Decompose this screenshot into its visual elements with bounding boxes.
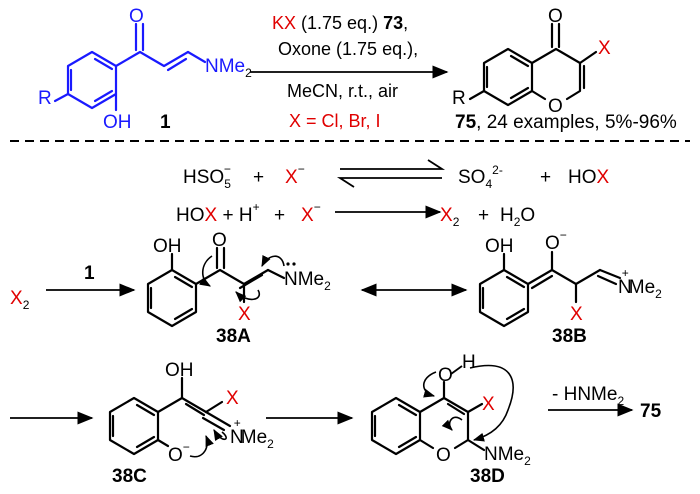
condition-line-2: Oxone (1.75 eq.), [278, 39, 418, 59]
38B-label: 38B [552, 326, 587, 347]
38B-iminium: N+Me2 [618, 266, 662, 301]
38C-halogen: X [226, 388, 239, 409]
product-halogen: X [598, 38, 611, 59]
final-product-number: 75 [640, 401, 662, 422]
product-carbonyl-oxygen: O [548, 6, 563, 27]
eq2-plus-1: + [274, 205, 285, 226]
condition-line-1: KX (1.75 eq.) 73, [272, 13, 408, 33]
eq1-hso5: HSO5− [183, 162, 231, 191]
eq2-halide: X− [301, 200, 321, 226]
intermediate-38A-structure [146, 246, 296, 328]
product-R-group: R [452, 88, 466, 109]
reactant-hydroxyl: OH [103, 112, 132, 133]
eq2-hox: HOX + H+ [176, 200, 260, 226]
reactant-R-group: R [38, 88, 52, 109]
eq1-equilibrium-arrows [336, 159, 446, 188]
reactant-amine: NMe2 [205, 56, 252, 80]
38A-carbonyl-oxygen: O [212, 230, 227, 251]
38C-label: 38C [112, 466, 147, 487]
eq1-plus-1: + [253, 167, 264, 188]
product-summary: 75, 24 examples, 5%-96% [455, 112, 677, 133]
eq1-hox: HOX [568, 167, 610, 188]
38D-amine: NMe2 [484, 444, 531, 468]
product-75-structure [468, 22, 598, 107]
38B-halogen: X [570, 304, 583, 325]
reactant-1-structure [53, 22, 207, 112]
product-ring-oxygen: O [548, 96, 563, 117]
eq2-halogen: X2 [440, 205, 460, 229]
38D-OH-bond [450, 365, 463, 375]
mech-reagent-number: 1 [84, 263, 95, 284]
38D-ring-oxygen: O [436, 445, 451, 466]
38B-enolate-oxygen: O− [545, 228, 567, 254]
38A-amine: NMe2 [284, 269, 331, 293]
reactant-number: 1 [160, 112, 171, 133]
38C-hydroxyl: OH [165, 360, 194, 381]
38D-hydroxyl-oxygen: O [438, 365, 453, 386]
eq1-plus-2: + [540, 167, 551, 188]
reactant-carbonyl-oxygen: O [129, 6, 144, 27]
condition-line-3: MeCN, r.t., air [287, 81, 398, 101]
intermediate-38C-structure [108, 376, 232, 458]
38A-hydroxyl: OH [153, 236, 182, 257]
38A-label: 38A [216, 326, 251, 347]
elimination-byproduct: - HNMe2 [552, 384, 624, 408]
eq1-halide: X− [285, 162, 305, 188]
eq2-plus-2: + [478, 205, 489, 226]
38C-iminium: N+Me2 [230, 416, 274, 451]
eq2-water: H2O [500, 205, 535, 229]
condition-line-4: X = Cl, Br, I [289, 111, 381, 131]
38D-label: 38D [470, 466, 505, 487]
38A-halogen: X [238, 304, 251, 325]
eq1-sulfate: SO42- [458, 163, 503, 191]
38C-phenoxide: O− [168, 440, 190, 466]
38D-halogen: X [482, 394, 495, 415]
intermediate-38D-structure [370, 364, 514, 456]
38B-hydroxyl: OH [485, 236, 514, 257]
mech-halogen-reagent: X2 [10, 288, 30, 312]
38D-hydroxyl-hydrogen: H [462, 352, 476, 373]
intermediate-38B-structure [478, 250, 622, 328]
